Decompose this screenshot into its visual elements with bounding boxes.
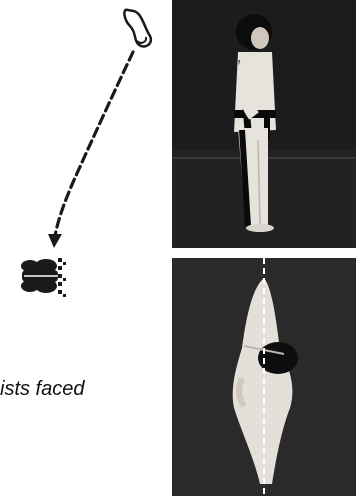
side-view-photo [172, 0, 356, 248]
footstep-diagram [0, 0, 170, 320]
step-path-line [55, 52, 133, 236]
footprint-icon [124, 10, 151, 47]
caption-text: ists faced [0, 378, 84, 401]
feet-together-icon [21, 258, 66, 297]
top-view-photo [172, 258, 356, 496]
arrowhead-icon [48, 234, 62, 248]
